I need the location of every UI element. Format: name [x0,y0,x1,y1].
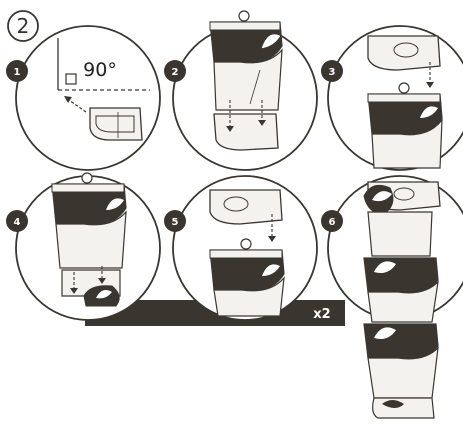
planter-rim [210,22,280,30]
step-2: 2 [164,11,317,170]
step-4-number: 4 [14,217,21,228]
angle-label: 90° [83,59,117,81]
planter-rim [368,94,440,102]
repeat-multiplier: x2 [313,307,330,322]
hanging-hook [239,11,249,21]
planter-rim [210,250,282,258]
step-1-number: 1 [14,67,21,78]
base-tray [373,398,434,418]
planter-rim [52,184,124,192]
step-5-number: 5 [172,217,179,228]
tier-1-body [368,212,432,256]
hanging-hook [399,83,409,93]
hanging-hook [241,239,251,249]
title-number: 2 [17,14,30,38]
step-1-circle [16,26,160,170]
hanging-hook [82,173,92,183]
step-6-number: 6 [329,217,336,228]
step-4: 4 [6,173,160,320]
tier-3-top-dark [364,324,438,359]
step-title-badge: 2 [8,11,38,41]
step-1: 90° 1 [6,26,160,170]
step-3-number: 3 [329,67,336,78]
step-5: 5 [164,176,317,320]
step-6: 6 [321,176,463,418]
tier-2-top-dark [364,258,438,293]
step-3: 3 [321,26,463,170]
upper-bracket [368,36,440,70]
step-2-number: 2 [172,67,179,78]
upper-bracket [210,190,282,224]
bracket-below [214,114,278,150]
